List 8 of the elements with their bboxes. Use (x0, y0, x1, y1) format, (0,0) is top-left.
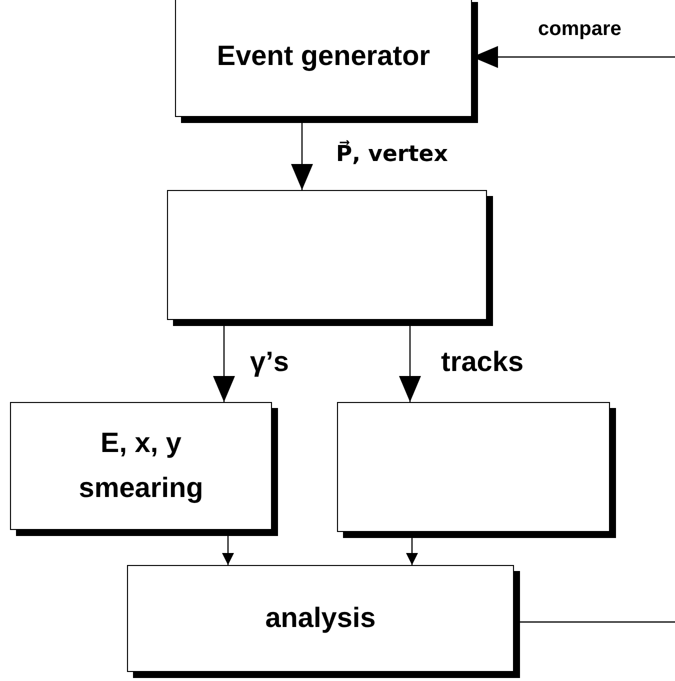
arrow (213, 326, 235, 402)
box-label: E, x, y smearing (78, 426, 204, 505)
arrow (222, 536, 234, 565)
arrow (399, 326, 421, 402)
arrow (406, 538, 418, 565)
box-label: analysis (265, 601, 376, 636)
arrow (291, 123, 313, 190)
box-label: Event generator (216, 39, 430, 74)
